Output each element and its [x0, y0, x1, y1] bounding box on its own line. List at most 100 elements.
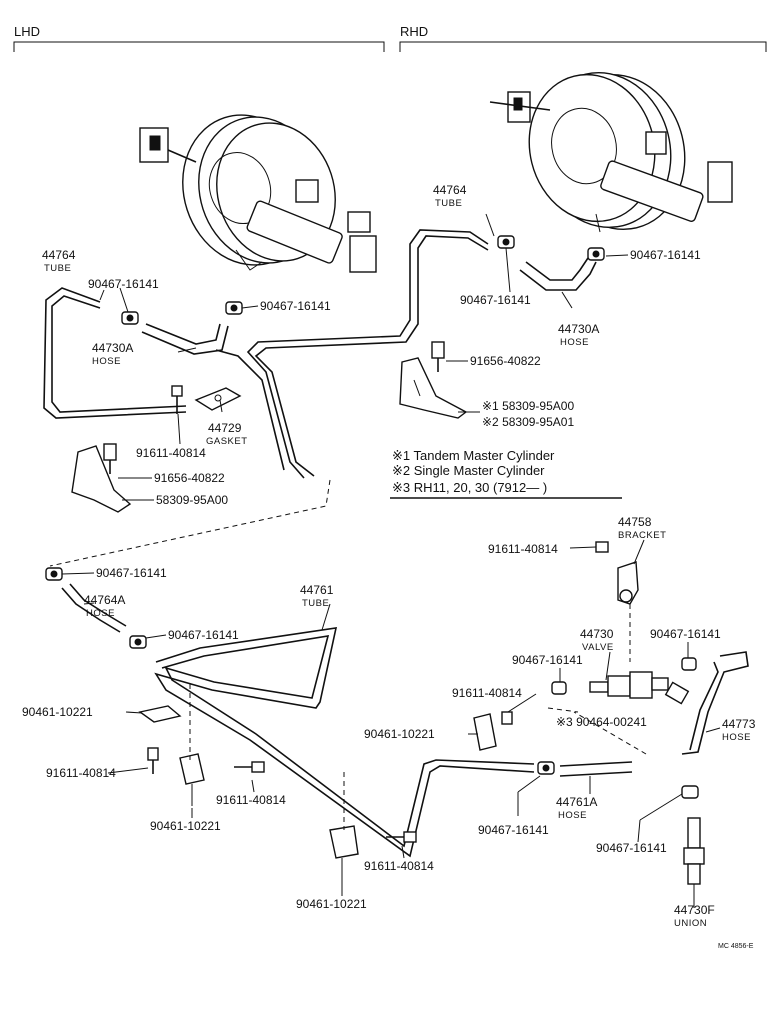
hose-44773-illustration — [681, 651, 749, 755]
hose-44773-caption: HOSE — [722, 732, 751, 743]
lhd-hose-number: 44730A — [92, 341, 133, 355]
valve-clamp-left-label: 90467-16141 — [512, 653, 583, 667]
diagram-code: MC 4856-E — [718, 943, 754, 950]
rhd-bracket-illustration — [399, 341, 468, 419]
lower-tube-44761 — [154, 627, 535, 858]
lower-screw-1-icon — [147, 747, 159, 774]
valve-clamp-right-label: 90467-16141 — [650, 627, 721, 641]
lhd-bracket-label: 58309-95A00 — [156, 493, 228, 507]
hose-a-caption: HOSE — [558, 810, 587, 821]
lower-hose-number: 44764A — [84, 593, 125, 607]
lhd-clamp-b-label: 90467-16141 — [260, 299, 331, 313]
rhd-title: RHD — [400, 24, 428, 39]
lower-clip-3-icon — [329, 825, 359, 859]
valve-screw-icon — [501, 711, 513, 725]
valve-sensor-label: ※3 90464-00241 — [556, 715, 647, 729]
rhd-clamp-right-label: 90467-16141 — [630, 248, 701, 262]
union-number: 44730F — [674, 903, 715, 917]
lower-screw-2-icon — [234, 761, 265, 773]
lower-clamp-hose-a-icon — [537, 761, 555, 775]
rhd-section-header: RHD — [399, 24, 767, 52]
rhd-clamp-left-icon — [497, 235, 515, 249]
valve-clip-label: 90461-10221 — [364, 727, 435, 741]
valve-number: 44730 — [580, 627, 614, 641]
note-tandem: ※1 Tandem Master Cylinder — [392, 448, 555, 463]
bracket-number: 44758 — [618, 515, 652, 529]
lower-screw-1-label: 91611-40814 — [46, 766, 116, 780]
lhd-title: LHD — [14, 24, 40, 39]
bracket-caption: BRACKET — [618, 530, 666, 541]
valve-sensor-icon — [664, 681, 690, 705]
bracket-screw-label: 91611-40814 — [488, 542, 558, 556]
lower-screw-2-label: 91611-40814 — [216, 793, 286, 807]
lhd-clamp-b-icon — [225, 301, 243, 315]
lower-tube-caption: TUBE — [302, 598, 329, 609]
valve-clamp-right-icon — [681, 657, 697, 671]
bracket-44758-illustration — [617, 561, 639, 605]
lhd-clamp-a-icon — [121, 311, 139, 325]
lhd-gasket-number: 44729 — [208, 421, 242, 435]
lhd-gasket-illustration — [194, 387, 242, 411]
union-caption: UNION — [674, 918, 707, 929]
lower-tube-number: 44761 — [300, 583, 334, 597]
part-labels: 44764 TUBE 90467-16141 90467-16141 44730… — [22, 183, 756, 950]
lhd-hose-44730a — [141, 323, 285, 471]
sensor-connector-b — [573, 711, 647, 755]
union-clamp-icon — [681, 785, 699, 799]
union-clamp-label: 90467-16141 — [596, 841, 667, 855]
valve-44730-illustration — [589, 671, 669, 699]
lhd-brake-booster-illustration — [139, 114, 377, 273]
lower-screw-3-label: 91611-40814 — [364, 859, 434, 873]
lhd-gasket-caption: GASKET — [206, 436, 248, 447]
rhd-bracket-a-label: ※1 58309-95A00 — [482, 399, 574, 413]
valve-clip-icon — [473, 713, 497, 751]
lower-clamp-2-label: 90467-16141 — [168, 628, 239, 642]
rhd-vacuum-tube — [246, 229, 489, 479]
valve-clamp-left-icon — [551, 681, 567, 695]
sensor-connector-a — [547, 707, 579, 713]
rhd-tube-number: 44764 — [433, 183, 467, 197]
lower-clip-3-label: 90461-10221 — [296, 897, 367, 911]
rhd-hose-number: 44730A — [558, 322, 599, 336]
rhd-bolt-label: 91656-40822 — [470, 354, 541, 368]
lhd-section-header: LHD — [13, 24, 385, 52]
rhd-hose-44730a — [519, 257, 597, 291]
rhd-clamp-left-label: 90467-16141 — [460, 293, 531, 307]
lhd-screw-icon — [171, 385, 183, 414]
lhd-bolt-label: 91656-40822 — [154, 471, 225, 485]
lhd-tube-number: 44764 — [42, 248, 76, 262]
valve-screw-label: 91611-40814 — [452, 686, 522, 700]
lhd-bracket-illustration — [71, 443, 132, 513]
leader-lines — [61, 213, 721, 908]
lower-clamp-2-icon — [129, 635, 147, 649]
rhd-hose-caption: HOSE — [560, 337, 589, 348]
lower-clip-1-label: 90461-10221 — [22, 705, 93, 719]
hose-a-clamp-label: 90467-16141 — [478, 823, 549, 837]
notes-block: ※1 Tandem Master Cylinder ※2 Single Mast… — [390, 448, 622, 499]
lower-hose-caption: HOSE — [86, 608, 115, 619]
lhd-tube-caption: TUBE — [44, 263, 71, 274]
lower-clamp-1-label: 90467-16141 — [96, 566, 167, 580]
union-44730f-illustration — [683, 817, 705, 900]
lower-clip-2-label: 90461-10221 — [150, 819, 221, 833]
hose-a-number: 44761A — [556, 795, 597, 809]
lower-clamp-1-icon — [45, 567, 63, 581]
lhd-vacuum-tube — [43, 287, 187, 419]
lower-hose-44764a — [61, 583, 127, 633]
rhd-clamp-right-icon — [587, 247, 605, 261]
lower-screw-3-icon — [386, 831, 417, 843]
lower-clip-2-icon — [179, 753, 205, 806]
valve-caption: VALVE — [582, 642, 614, 653]
lhd-clamp-a-label: 90467-16141 — [88, 277, 159, 291]
lower-hose-44761a — [559, 761, 633, 777]
bracket-screw-icon — [595, 541, 609, 553]
note-rh-models: ※3 RH11, 20, 30 (7912— ) — [392, 480, 547, 495]
lower-clip-1-icon — [138, 705, 182, 723]
rhd-brake-booster-illustration — [489, 71, 733, 233]
lhd-screw-label: 91611-40814 — [136, 446, 206, 460]
rhd-tube-caption: TUBE — [435, 198, 462, 209]
rhd-bracket-b-label: ※2 58309-95A01 — [482, 415, 574, 429]
lhd-hose-caption: HOSE — [92, 356, 121, 367]
note-single: ※2 Single Master Cylinder — [392, 463, 545, 478]
